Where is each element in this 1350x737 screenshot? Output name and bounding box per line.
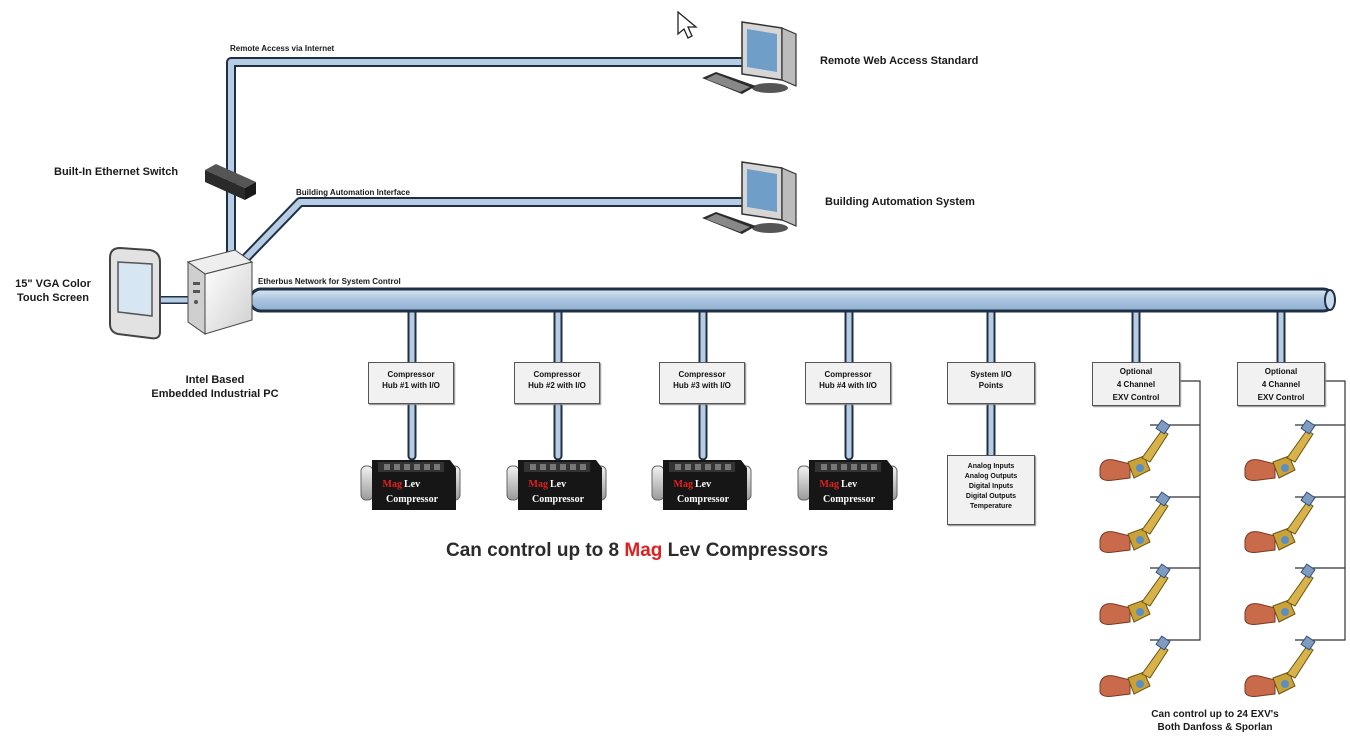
compressor-text: Compressor — [532, 494, 585, 505]
exv-valve-icon — [1099, 419, 1171, 481]
caption-pre: Can control up to 8 — [446, 540, 625, 561]
etherbus-label: Etherbus Network for System Control — [258, 277, 401, 286]
exv-control-box-1: Optional 4 Channel EXV Control — [1092, 362, 1180, 406]
hub-subtitle: Hub #2 with I/O — [528, 381, 586, 390]
exv-valve-icon — [1099, 635, 1171, 697]
exv-valve-icon — [1099, 491, 1171, 553]
system-io-points-box: System I/O Points — [947, 362, 1035, 404]
compressor-icon: Mag Lev Compressor — [506, 460, 607, 510]
exv-caption: Can control up to 24 EXV's Both Danfoss … — [1130, 708, 1300, 734]
compressor-text: Compressor — [823, 494, 876, 505]
exv-valve-icon — [1244, 635, 1316, 697]
compressor-caption: Can control up to 8 Mag Lev Compressors — [446, 540, 828, 562]
compressor-hub-4: Compressor Hub #4 with I/O — [805, 362, 891, 404]
hub-title: Compressor — [824, 370, 872, 379]
pc-label: Intel Based Embedded Industrial PC — [140, 373, 290, 401]
exv-line: EXV Control — [1112, 393, 1160, 402]
exv-wiring — [1150, 380, 1346, 641]
touch-screen-label-line1: 15" VGA Color — [15, 278, 91, 290]
touch-screen-icon — [109, 246, 161, 340]
compressor-hub-3: Compressor Hub #3 with I/O — [659, 362, 745, 404]
sysio-title: System I/O — [970, 370, 1012, 379]
compressor-text: Compressor — [386, 494, 439, 505]
exv-control-box-2: Optional 4 Channel EXV Control — [1237, 362, 1325, 406]
io-point-item: Analog Outputs — [964, 473, 1018, 480]
mag-text: Mag — [383, 479, 402, 490]
exv-valve-icon — [1244, 491, 1316, 553]
mag-text: Mag — [820, 479, 839, 490]
ethernet-switch-icon — [205, 164, 256, 200]
io-points-list: Analog Inputs Analog Outputs Digital Inp… — [947, 455, 1035, 525]
hub-subtitle: Hub #1 with I/O — [382, 381, 440, 390]
pc-label-line1: Intel Based — [185, 374, 245, 386]
compressor-icon: Mag Lev Compressor — [360, 460, 461, 510]
io-point-item: Digital Outputs — [965, 493, 1017, 500]
hub-title: Compressor — [533, 370, 581, 379]
hub-title: Compressor — [678, 370, 726, 379]
bas-computer-icon — [702, 161, 797, 234]
sysio-subtitle: Points — [978, 381, 1004, 390]
exv-line: Optional — [1119, 367, 1153, 376]
exv-line: EXV Control — [1257, 393, 1305, 402]
exv-caption-line2: Both Danfoss & Sporlan — [1157, 722, 1273, 733]
remote-access-label: Remote Access via Internet — [230, 44, 335, 53]
building-automation-system-label: Building Automation System — [825, 196, 975, 208]
lev-text: Lev — [695, 479, 711, 490]
hub-subtitle: Hub #4 with I/O — [819, 381, 877, 390]
exv-line: Optional — [1264, 367, 1298, 376]
exv-caption-line1: Can control up to 24 EXV's — [1151, 709, 1279, 720]
lev-text: Lev — [550, 479, 566, 490]
compressor-hub-2: Compressor Hub #2 with I/O — [514, 362, 600, 404]
exv-valve-icon — [1099, 563, 1171, 625]
exv-valves — [1099, 419, 1316, 697]
caption-post: Lev Compressors — [662, 540, 829, 561]
lev-text: Lev — [841, 479, 857, 490]
pc-label-line2: Embedded Industrial PC — [151, 388, 279, 400]
building-automation-interface-label: Building Automation Interface — [296, 188, 410, 197]
hub-subtitle: Hub #3 with I/O — [673, 381, 731, 390]
exv-line: 4 Channel — [1116, 380, 1156, 389]
mag-text: Mag — [674, 479, 693, 490]
lev-text: Lev — [404, 479, 420, 490]
etherbus-pipe — [248, 287, 1336, 313]
industrial-pc-icon — [186, 249, 254, 335]
exv-valve-icon — [1244, 563, 1316, 625]
exv-valve-icon — [1244, 419, 1316, 481]
ethernet-switch-label: Built-In Ethernet Switch — [54, 166, 179, 178]
io-point-item: Analog Inputs — [967, 463, 1015, 470]
hub-title: Compressor — [387, 370, 435, 379]
compressor-icon: Mag Lev Compressor — [797, 460, 898, 510]
touch-screen-label: 15" VGA Color Touch Screen — [8, 277, 98, 305]
remote-web-access-label: Remote Web Access Standard — [820, 55, 979, 67]
io-point-item: Temperature — [970, 503, 1012, 510]
caption-highlight: Mag — [624, 540, 663, 561]
mouse-cursor-icon — [677, 10, 698, 39]
remote-computer-icon — [702, 21, 797, 94]
mag-text: Mag — [529, 479, 548, 490]
compressors: Mag Lev Compressor Mag Lev Compressor Ma… — [360, 460, 898, 510]
touch-screen-label-line2: Touch Screen — [17, 292, 89, 304]
compressor-text: Compressor — [677, 494, 730, 505]
compressor-hub-1: Compressor Hub #1 with I/O — [368, 362, 454, 404]
io-point-item: Digital Inputs — [968, 483, 1014, 490]
compressor-icon: Mag Lev Compressor — [651, 460, 752, 510]
exv-line: 4 Channel — [1261, 380, 1301, 389]
